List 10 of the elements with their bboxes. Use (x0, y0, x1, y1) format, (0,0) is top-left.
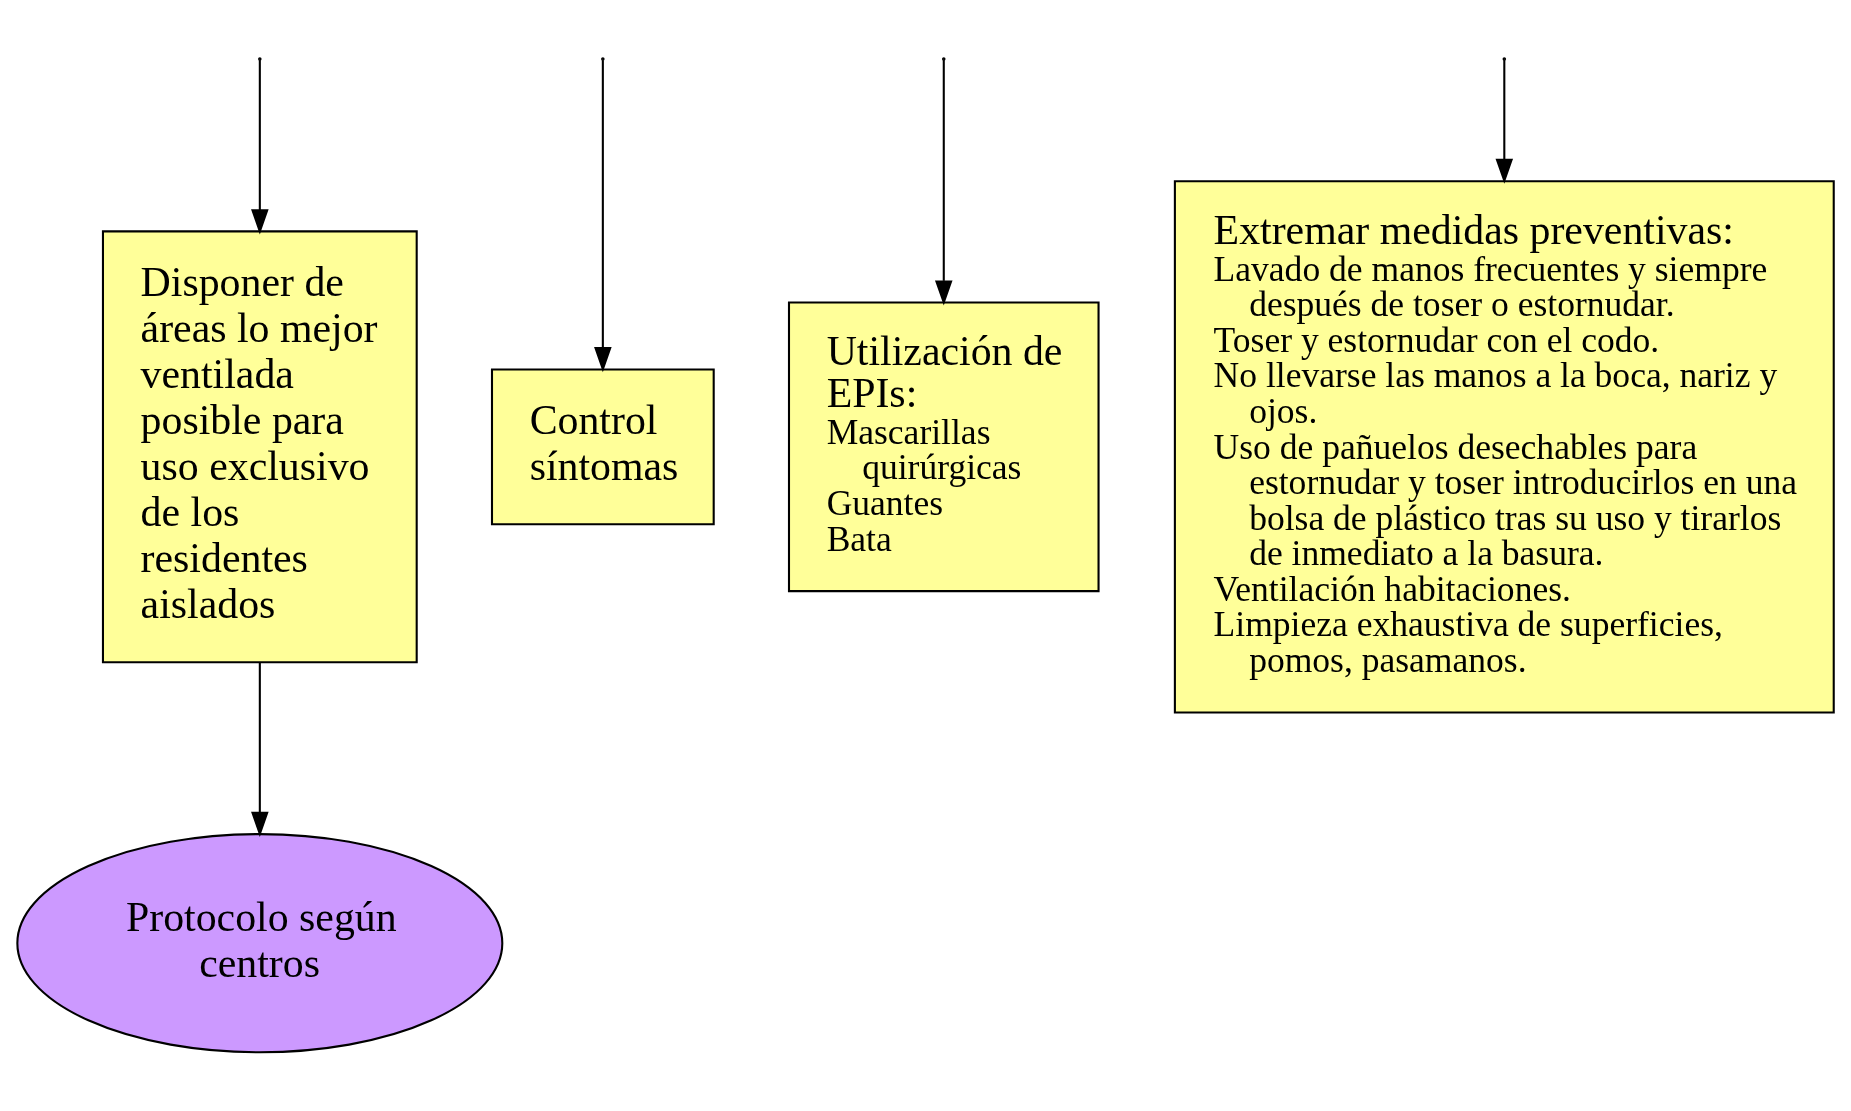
node-box: Utilización de EPIs: Mascarillas quirúrgicas Guantes Bata (787, 301, 1100, 593)
node-box: Disponer de áreas lo mejor ventilada posible para uso exclusivo de los residentes aislados (101, 230, 418, 664)
node-box: Control síntomas (490, 368, 715, 526)
node-box: Extremar medidas preventivas: Lavado de manos frecuentes y siempre después de toser o estornudar. Toser y estornudar con el codo. No llevarse las manos a la boca, nariz y ojos. Uso de pañuelos desechables para estornudar y toser introducirlos en una bolsa de plástico tras su uso y tirarlos de inmediato a la basura. Ventilación habitaciones. Limpieza exhaustiva de superficies, pomos, pasamanos. (1173, 180, 1835, 714)
arrow (934, 60, 953, 306)
arrow (251, 662, 269, 837)
node-ellipse: Protocolo según centros (16, 833, 504, 1054)
arrow (251, 60, 269, 235)
arrow (594, 60, 612, 373)
arrow (1495, 60, 1514, 184)
